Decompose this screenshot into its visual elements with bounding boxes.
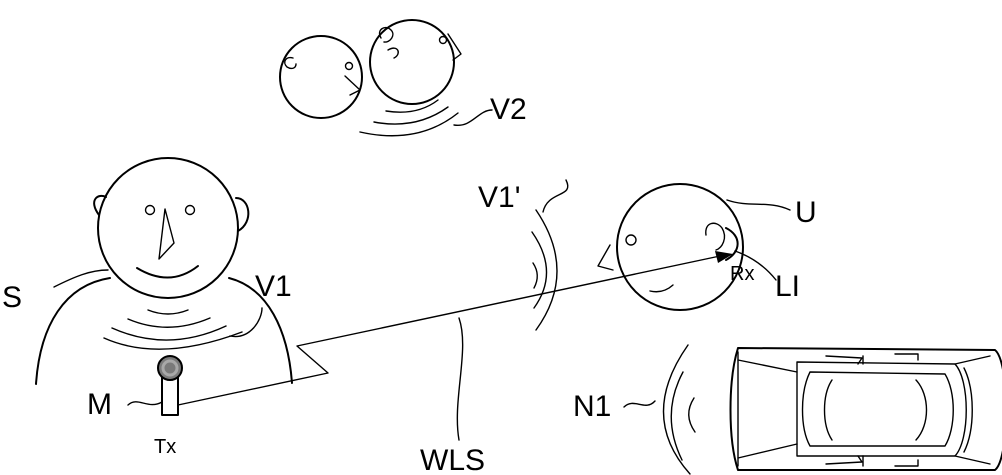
user-figure — [597, 183, 744, 311]
speaker-right-ear — [235, 197, 250, 232]
speaker-mouth — [136, 265, 199, 279]
noise-leader — [623, 400, 656, 408]
other-voices-waves — [359, 99, 459, 137]
loudspeaker-label: LI — [775, 270, 800, 303]
noise-label: N1 — [573, 390, 611, 423]
user-ear — [705, 222, 726, 251]
microphone-leader — [127, 401, 163, 406]
speaker-leader — [53, 269, 109, 288]
speaker-right-eye — [184, 204, 196, 216]
wireless-link-beam — [177, 251, 733, 406]
car-icon — [729, 347, 1002, 471]
voice-arrival-leader — [542, 179, 569, 213]
microphone-label: M — [87, 388, 112, 421]
speaker-nose — [158, 208, 175, 260]
speaker-label: S — [2, 281, 22, 314]
loudspeaker-leader — [734, 250, 777, 281]
receiver-label: Rx — [730, 263, 754, 285]
noise-waves — [662, 344, 696, 475]
voice-speaker-label: V1 — [255, 270, 292, 303]
user-label: U — [795, 196, 817, 229]
other-voices-leader — [453, 109, 493, 126]
voice-speaker-leader — [229, 307, 263, 338]
transmitter-body — [161, 375, 179, 416]
voice-arrival-label: V1' — [478, 181, 520, 214]
speaker-figure — [35, 157, 293, 385]
hearing-device-icon — [725, 227, 739, 261]
speaker-head — [97, 157, 239, 299]
other-people-group: V2 — [279, 19, 527, 137]
microphone-transmitter — [157, 355, 183, 416]
other-voices-label: V2 — [490, 93, 527, 126]
speaker-body — [35, 277, 293, 385]
other-person-left-head — [279, 35, 363, 119]
other-person-right-head — [369, 19, 462, 105]
user-leader — [726, 199, 791, 211]
user-nose — [597, 244, 614, 271]
voice-arrival-waves — [531, 209, 558, 331]
user-mouth — [649, 284, 674, 293]
wireless-link-leader — [456, 317, 464, 441]
wireless-link-arrowhead — [715, 251, 733, 263]
transmitter-label: Tx — [154, 436, 176, 458]
speaker-voice-waves — [103, 309, 243, 350]
speaker-left-eye — [144, 204, 156, 216]
speaker-left-ear — [93, 195, 107, 216]
user-eye — [625, 234, 637, 246]
wireless-link-label: WLS — [420, 444, 485, 475]
user-head — [616, 183, 744, 311]
